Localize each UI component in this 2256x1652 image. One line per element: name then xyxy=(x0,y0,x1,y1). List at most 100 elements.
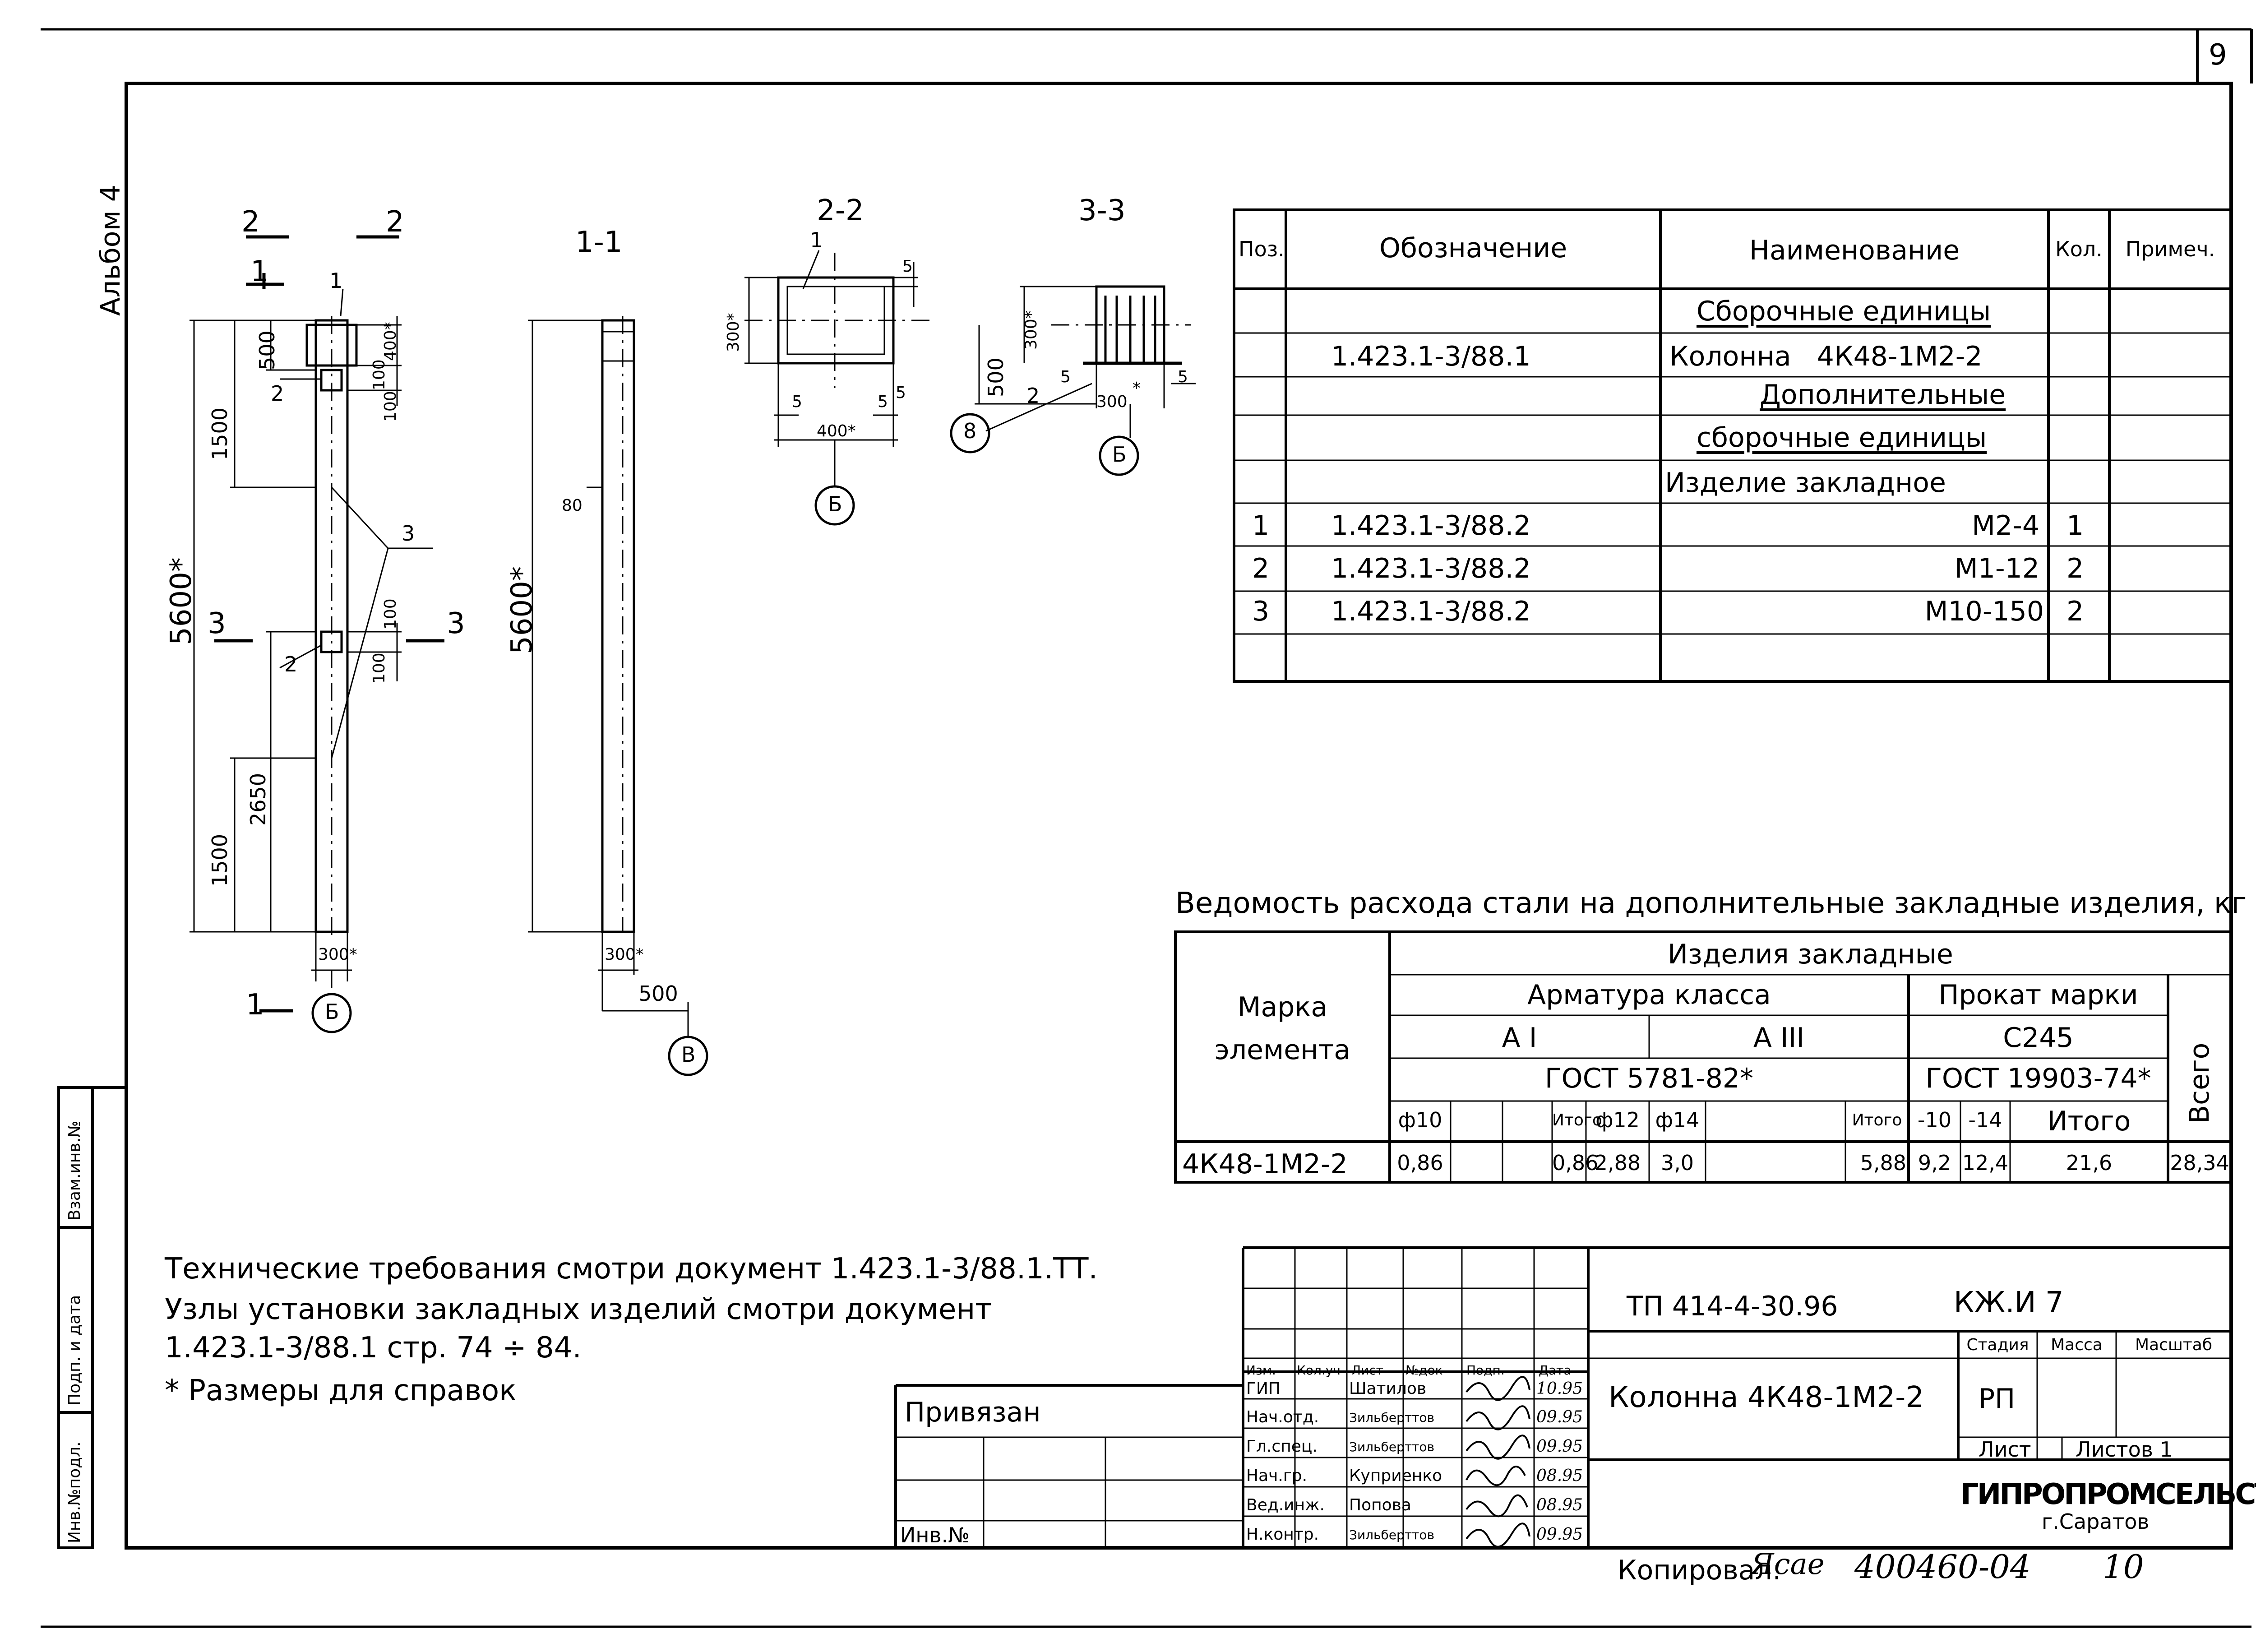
spec-row-name: сборочные единицы xyxy=(1697,422,1987,453)
steel-cell: 12,4 xyxy=(1962,1151,2009,1175)
spec-row-name: М10-150 xyxy=(1924,596,2044,627)
dimension: 500 xyxy=(638,981,678,1006)
steel-cell: 21,6 xyxy=(2066,1151,2113,1175)
spec-row-code: 1.423.1-3/88.1 xyxy=(1331,341,1531,372)
steel-arm-header: Арматура класса xyxy=(1527,979,1771,1011)
copied-label: Копировал: xyxy=(1618,1555,1782,1586)
cut-label: 3 xyxy=(208,607,226,640)
stamp-role: Нач.отд. xyxy=(1246,1408,1319,1426)
spec-row-pos: 2 xyxy=(1252,553,1270,584)
note-line: Технические требования смотри документ 1… xyxy=(165,1252,1098,1286)
stamp-sheet-h: Лист xyxy=(1979,1437,2031,1462)
stamp-name: Зильберттов xyxy=(1349,1439,1435,1454)
stamp-col: Дата xyxy=(1539,1363,1572,1378)
stamp-date: 08.95 xyxy=(1536,1467,1583,1485)
spec-row-code: 1.423.1-3/88.2 xyxy=(1331,596,1531,627)
stamp-date: 09.95 xyxy=(1536,1408,1583,1426)
position-callout: 2 xyxy=(271,381,284,406)
stamp-col: №док xyxy=(1405,1363,1443,1378)
stamp-city: г.Саратов xyxy=(2042,1509,2150,1534)
dimension: 300* xyxy=(605,945,644,964)
spec-row-name: М1-12 xyxy=(1955,553,2039,584)
position-callout: 3 xyxy=(402,521,415,546)
dimension: 5 xyxy=(1178,368,1188,386)
stamp-mark: КЖ.И 7 xyxy=(1954,1286,2064,1319)
steel-mark-header: Марка элемента xyxy=(1214,991,1351,1066)
stamp-role: Нач.гр. xyxy=(1246,1467,1308,1485)
stamp-privyazan: Привязан xyxy=(905,1397,1041,1428)
steel-sub: -14 xyxy=(1968,1108,2002,1132)
steel-sub: Итого xyxy=(1852,1111,1902,1129)
steel-sub: ф12 xyxy=(1595,1108,1640,1132)
steel-table-title: Ведомость расхода стали на дополнительны… xyxy=(1175,887,2247,920)
steel-grade: С245 xyxy=(2003,1022,2074,1054)
spec-row-name: Колонна 4К48-1М2-2 xyxy=(1669,341,1983,372)
steel-row-mark: 4К48-1М2-2 xyxy=(1182,1148,1348,1180)
stamp-date: 10.95 xyxy=(1536,1379,1583,1398)
sheet-number: 9 xyxy=(2209,38,2227,72)
note-line: 1.423.1-3/88.1 стр. 74 ÷ 84. xyxy=(165,1331,582,1365)
steel-sub: ф10 xyxy=(1398,1108,1442,1132)
dimension: 5 xyxy=(1060,368,1071,386)
spec-row-code: 1.423.1-3/88.2 xyxy=(1331,510,1531,541)
page-number: 10 xyxy=(2103,1548,2144,1586)
section-title: 3-3 xyxy=(1078,194,1126,227)
axis-callout-b: Б xyxy=(828,492,842,516)
stamp-scale-h: Масштаб xyxy=(2135,1336,2213,1354)
steel-gost1: ГОСТ 5781-82* xyxy=(1544,1063,1754,1094)
position-callout: 1 xyxy=(329,268,343,293)
dimension: 5 xyxy=(878,393,888,411)
steel-group-header: Изделия закладные xyxy=(1668,939,1953,970)
steel-prokat-header: Прокат марки xyxy=(1938,979,2138,1011)
cut-label: 1 xyxy=(250,255,269,288)
stamp-role: ГИП xyxy=(1246,1379,1281,1398)
spec-header-name: Наименование xyxy=(1749,235,1960,266)
cut-label: 2 xyxy=(386,205,404,239)
stamp-name: Попова xyxy=(1349,1496,1411,1514)
stamp-stage: РП xyxy=(1979,1383,2016,1415)
stamp-name: Зильберттов xyxy=(1349,1410,1435,1425)
axis-callout-b: Б xyxy=(325,1000,339,1024)
spec-row-pos: 1 xyxy=(1252,510,1270,541)
stamp-mass-h: Масса xyxy=(2051,1336,2103,1354)
dimension: 300 xyxy=(1096,393,1128,411)
spec-header-pos: Поз. xyxy=(1239,237,1285,261)
node-callout-8: 8 xyxy=(963,419,977,443)
steel-class-aiii: А III xyxy=(1753,1022,1805,1054)
stamp-inv: Инв.№ xyxy=(900,1523,970,1547)
spec-row-name: Сборочные единицы xyxy=(1697,296,1991,327)
position-callout: 1 xyxy=(810,228,823,252)
steel-sub: ф14 xyxy=(1655,1108,1700,1132)
spec-row-name: Дополнительные xyxy=(1760,379,2006,411)
steel-sub: Итого xyxy=(2047,1106,2131,1137)
steel-cell: 2,88 xyxy=(1594,1151,1641,1175)
stamp-col: Лист xyxy=(1351,1363,1383,1378)
stamp-title: Колонна 4К48-1М2-2 xyxy=(1609,1381,1924,1414)
steel-cell: 3,0 xyxy=(1660,1151,1694,1175)
spec-header-qty: Кол. xyxy=(2055,237,2103,261)
stamp-name: Зильберттов xyxy=(1349,1527,1435,1542)
position-callout: 2 xyxy=(284,652,298,676)
section-title: 1-1 xyxy=(575,226,623,259)
axis-callout-v: В xyxy=(681,1042,696,1067)
dimension: 80 xyxy=(562,496,582,515)
dimension: 5 xyxy=(902,257,913,276)
stamp-role: Вед.инж. xyxy=(1246,1496,1325,1514)
stamp-doc-code: ТП 414-4-30.96 xyxy=(1627,1291,1838,1322)
stamp-date: 09.95 xyxy=(1536,1437,1583,1456)
stamp-name: Шатилов xyxy=(1349,1379,1427,1398)
note-line: * Размеры для справок xyxy=(165,1374,517,1407)
steel-cell: 5,88 xyxy=(1860,1151,1906,1175)
steel-sub: -10 xyxy=(1917,1108,1952,1132)
stamp-org: ГИПРОПРОМСЕЛЬСТРОЙ xyxy=(1960,1478,2256,1511)
dimension: 400* xyxy=(817,422,856,440)
steel-cell-total: 28,34 xyxy=(2170,1151,2229,1175)
note-line: Узлы установки закладных изделий смотри … xyxy=(165,1293,992,1326)
position-callout: 2 xyxy=(1026,384,1040,408)
order-number: 400460-04 xyxy=(1854,1548,2031,1586)
steel-cell: 9,2 xyxy=(1918,1151,1951,1175)
spec-header-code: Обозначение xyxy=(1379,232,1567,264)
